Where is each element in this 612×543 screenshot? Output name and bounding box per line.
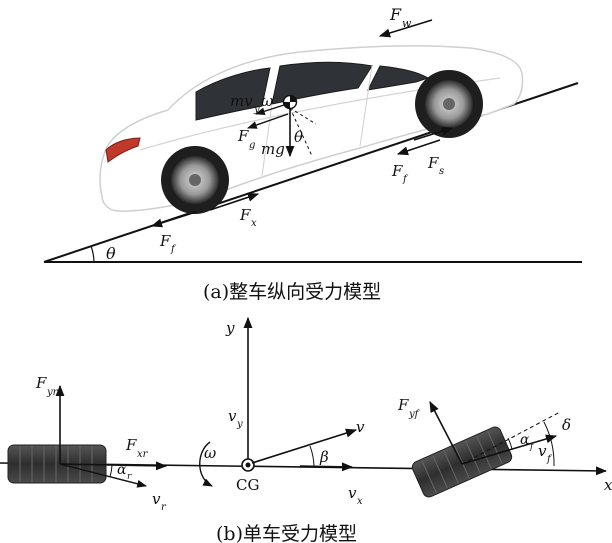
rear-lateral-force-label: F	[35, 374, 47, 392]
longitudinal-velocity-sub: x	[357, 496, 363, 507]
lateral-velocity-label: v	[228, 407, 237, 425]
front-force-label: F	[427, 154, 439, 172]
rear-tire	[7, 444, 107, 484]
car-window-quarter	[367, 65, 430, 91]
centrifugal-force-sub: y	[253, 104, 260, 115]
gravity-component-label: F	[237, 127, 249, 145]
steering-angle-arc	[543, 421, 555, 467]
longitudinal-velocity-arrow	[299, 462, 354, 472]
yaw-rate-arc	[199, 441, 213, 487]
front-velocity-arrow	[461, 434, 558, 465]
sideslip-angle-label: β	[319, 448, 329, 466]
panel-b-caption: (b)单车受力模型	[216, 523, 357, 543]
panel-a-caption: (a)整车纵向受力模型	[203, 281, 381, 303]
traction-force-label: F	[239, 206, 251, 224]
front-lateral-force-sub: yf	[408, 409, 421, 420]
front-force-arrow	[413, 126, 454, 141]
rear-slip-angle-arc	[109, 464, 113, 478]
rear-lateral-force-sub: yr	[46, 387, 59, 398]
x-axis-label: x	[604, 476, 612, 494]
steering-angle-label: δ	[562, 416, 571, 434]
rear-longitudinal-force-arrow	[59, 461, 168, 471]
yaw-rate-label: ω	[204, 444, 216, 462]
rear-slip-angle-label: α	[117, 462, 127, 478]
gravity-angle-label: θ	[294, 128, 303, 146]
lateral-velocity-sub: y	[236, 419, 243, 430]
car-door-line	[261, 103, 273, 177]
gravity-component-arrow	[247, 113, 289, 129]
front-lateral-force-label: F	[397, 396, 409, 414]
centrifugal-omega: ω	[261, 92, 273, 110]
center-of-gravity-symbol	[282, 94, 298, 110]
rear-longitudinal-force-sub: xr	[137, 449, 149, 460]
centrifugal-force-label: mv	[230, 92, 253, 110]
car-illustration	[99, 45, 524, 214]
front-velocity-sub: f	[546, 454, 553, 465]
front-wheel	[415, 70, 483, 138]
rear-friction-arrow	[150, 211, 197, 228]
gravity-label: mg	[261, 140, 285, 158]
front-tire-heading-dashed	[461, 411, 561, 465]
rear-velocity-sub: r	[161, 502, 167, 513]
slope-normal-dashed	[289, 107, 313, 157]
rear-velocity-arrow	[59, 463, 147, 488]
rear-friction-label: F	[159, 232, 171, 250]
sideslip-angle-arc	[309, 445, 315, 467]
rear-velocity-label: v	[152, 490, 161, 508]
vehicle-velocity-label: v	[356, 418, 365, 436]
panel-b-bicycle-model: x y F yr F xr v r α r ω	[0, 316, 612, 543]
wind-force-label: F	[389, 5, 402, 24]
centrifugal-force-arrow	[255, 104, 285, 116]
front-friction-arrow	[396, 139, 441, 156]
car-taillight	[105, 137, 141, 163]
car-door-line-2	[359, 65, 373, 147]
front-friction-sub: f	[402, 174, 409, 185]
cg-marker	[241, 458, 255, 472]
cg-label: CG	[236, 476, 259, 494]
rear-friction-sub: f	[170, 244, 177, 255]
traction-force-sub: x	[251, 218, 257, 229]
y-axis-label: y	[225, 319, 235, 337]
slope-parallel-dashed	[289, 107, 317, 125]
rear-slip-angle-sub: r	[127, 472, 132, 482]
traction-force-arrow	[209, 192, 260, 211]
wind-force-sub: w	[402, 17, 412, 30]
front-slip-angle-arc	[507, 437, 513, 450]
car-window-rear	[195, 67, 271, 121]
front-friction-label: F	[391, 162, 403, 180]
front-slip-angle-label: α	[520, 432, 530, 448]
front-tire	[411, 426, 513, 498]
rear-wheel	[161, 146, 229, 214]
front-force-sub: s	[439, 166, 444, 177]
longitudinal-velocity-label: v	[348, 484, 357, 502]
slope-angle-label: θ	[106, 244, 116, 263]
front-velocity-label: v	[538, 442, 547, 460]
front-lateral-force-arrow	[429, 401, 463, 465]
wind-force-arrow	[378, 19, 433, 38]
vehicle-velocity-arrow	[251, 428, 358, 464]
slope-angle-arc	[90, 245, 95, 263]
front-slip-angle-sub: f	[529, 442, 535, 452]
rear-longitudinal-force-label: F	[125, 436, 137, 454]
gravity-component-sub: g	[249, 140, 255, 151]
panel-a-longitudinal-model: θ	[43, 5, 582, 303]
